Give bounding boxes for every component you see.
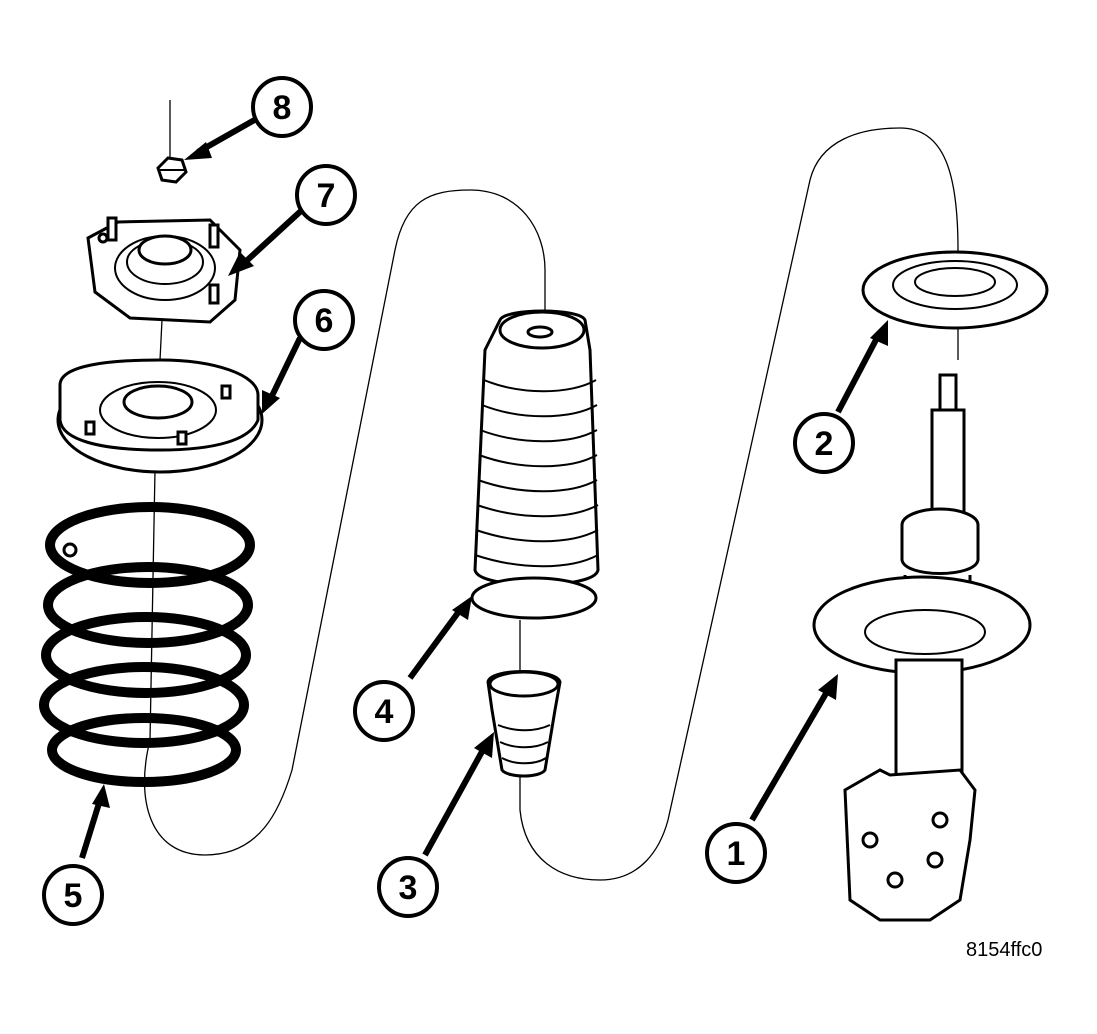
callout-arrow-4 <box>407 596 472 680</box>
callout-2: 2 <box>793 412 855 474</box>
jounce-bumper-part <box>486 670 562 778</box>
callout-2-label: 2 <box>815 425 834 463</box>
callout-8: 8 <box>251 76 313 138</box>
callout-arrow-8 <box>184 115 260 160</box>
callout-arrow-6 <box>262 336 303 414</box>
upper-spring-seat-part <box>56 358 264 474</box>
figure-id-label: 8154ffc0 <box>966 939 1042 961</box>
callout-8-label: 8 <box>273 89 292 127</box>
callout-arrow-2 <box>835 320 888 414</box>
coil-spring-part <box>39 502 255 787</box>
callout-3-label: 3 <box>399 869 418 907</box>
spring-isolator-part <box>861 250 1049 330</box>
strut-assembly-part <box>812 373 1032 922</box>
callout-6-label: 6 <box>315 302 334 340</box>
nut-part <box>156 156 188 184</box>
callout-1: 1 <box>705 822 767 884</box>
callout-7: 7 <box>295 164 357 226</box>
callout-arrow-5 <box>79 784 110 859</box>
dust-boot-part <box>470 309 600 620</box>
callout-4-label: 4 <box>375 693 394 731</box>
callout-arrow-3 <box>422 732 494 857</box>
callout-4: 4 <box>353 680 415 742</box>
callout-1-label: 1 <box>727 835 746 873</box>
callout-6: 6 <box>293 289 355 351</box>
callout-arrow-7 <box>228 207 305 276</box>
callout-3: 3 <box>377 856 439 918</box>
callout-arrow-1 <box>749 674 838 822</box>
callout-5-label: 5 <box>64 877 83 915</box>
callout-7-label: 7 <box>317 177 336 215</box>
callout-5: 5 <box>42 864 104 926</box>
upper-mount-part <box>86 216 242 324</box>
